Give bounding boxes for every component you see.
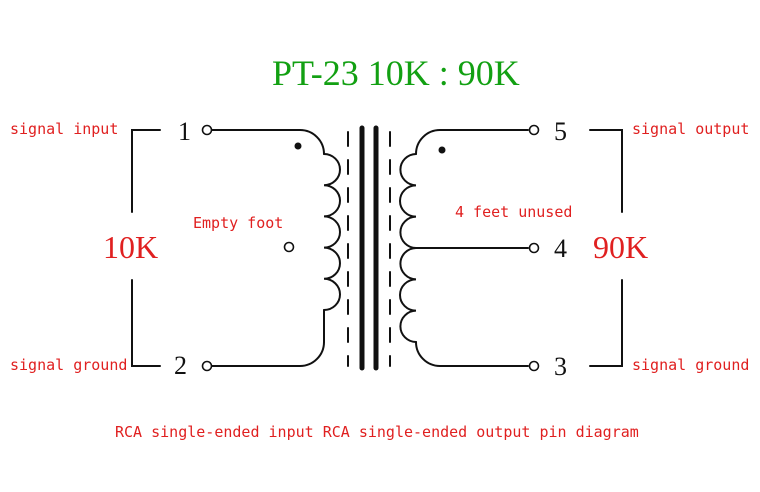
- secondary-winding: [399, 153, 417, 343]
- secondary-impedance: 90K: [593, 229, 649, 265]
- primary-bracket-bottom: [131, 279, 161, 367]
- secondary-bracket-top: [589, 129, 623, 213]
- pin-3-number: 3: [554, 352, 567, 381]
- secondary-lead-top: [415, 129, 529, 155]
- empty-foot-terminal: [283, 241, 295, 253]
- diagram-caption: RCA single-ended input RCA single-ended …: [115, 423, 639, 441]
- primary-lead-bottom: [211, 341, 325, 367]
- pin-3-terminal: [528, 360, 540, 372]
- signal-output-label: signal output: [632, 120, 750, 138]
- signal-input-label: signal input: [10, 120, 119, 138]
- diagram-title: PT-23 10K : 90K: [272, 53, 520, 93]
- primary-winding: [323, 153, 341, 311]
- secondary-polarity-dot: [438, 146, 446, 154]
- primary-lead-top: [211, 129, 325, 155]
- primary-signal-ground-label: signal ground: [10, 356, 128, 374]
- primary-impedance: 10K: [103, 229, 159, 265]
- primary-polarity-dot: [294, 142, 302, 150]
- pin-1-terminal: [201, 124, 213, 136]
- pin-5-terminal: [528, 124, 540, 136]
- pin-1-number: 1: [178, 117, 191, 146]
- secondary-lead-bottom: [415, 341, 529, 367]
- pin-4-terminal: [528, 242, 540, 254]
- empty-foot-label: Empty foot: [193, 214, 284, 232]
- pin-2-number: 2: [174, 351, 187, 380]
- primary-bracket-top: [131, 129, 161, 213]
- secondary-bracket-bottom: [589, 279, 623, 367]
- pin-5-number: 5: [554, 117, 567, 146]
- pin-4-number: 4: [554, 234, 567, 263]
- secondary-signal-ground-label: signal ground: [632, 356, 750, 374]
- unused-feet-label: 4 feet unused: [455, 203, 573, 221]
- pin-2-terminal: [201, 360, 213, 372]
